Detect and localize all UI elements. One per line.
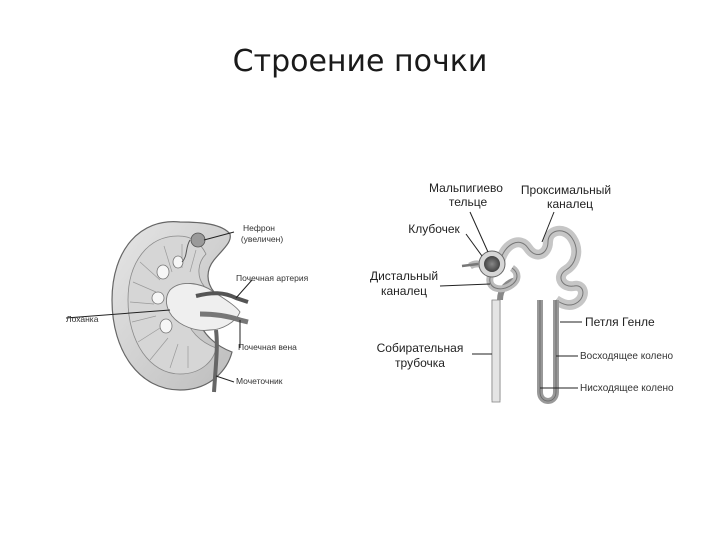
label-ascending-limb: Восходящее колено: [580, 351, 673, 362]
label-descending-limb: Нисходящее колено: [580, 383, 674, 394]
label-proximal-line2: каналец: [547, 197, 593, 211]
label-nephron-line2: (увеличен): [241, 234, 284, 244]
label-distal-line2: каналец: [381, 284, 427, 298]
label-malpighian-line1: Мальпигиево: [429, 181, 503, 195]
label-pelvis: Лоханка: [66, 314, 99, 324]
ureter: [214, 330, 217, 392]
label-glomerulus: Клубочек: [408, 222, 460, 236]
label-malpighian-line2: тельце: [449, 195, 488, 209]
label-proximal-line1: Проксимальный: [521, 183, 611, 197]
label-renal-artery: Почечная артерия: [236, 273, 309, 283]
label-ureter: Мочеточник: [236, 376, 283, 386]
label-collecting-line1: Собирательная: [377, 341, 464, 355]
label-nephron-line1: Нефрон: [243, 223, 275, 233]
label-loop-of-henle: Петля Генле: [585, 315, 655, 329]
label-renal-vein: Почечная вена: [238, 342, 297, 352]
label-collecting-line2: трубочка: [395, 356, 445, 370]
nephron-illustration: Мальпигиево тельце Проксимальный каналец…: [370, 181, 674, 402]
glomerulus: [484, 256, 500, 272]
loop-of-henle: [540, 300, 556, 401]
kidney-illustration: Нефрон (увеличен) Почечная артерия Лохан…: [66, 222, 309, 392]
label-distal-line1: Дистальный: [370, 269, 438, 283]
